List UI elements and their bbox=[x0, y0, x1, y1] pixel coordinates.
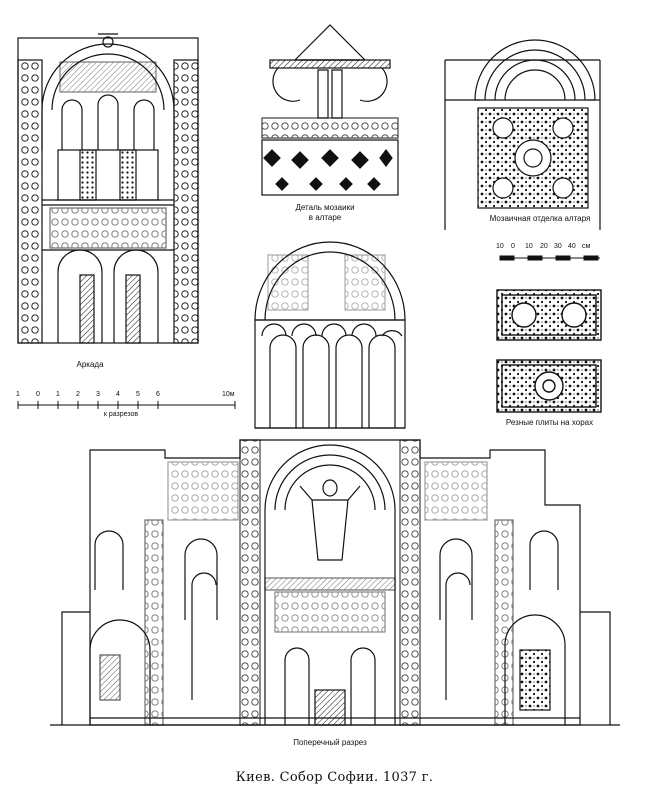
carved-slabs-drawing bbox=[496, 289, 602, 413]
large-scale-bar bbox=[17, 401, 236, 409]
large-scale-tick: 3 bbox=[96, 391, 100, 398]
small-scale-tick: 40 bbox=[568, 243, 576, 250]
cross-section-label: Поперечный разрез bbox=[293, 738, 367, 747]
large-scale-tick: 1 bbox=[16, 391, 20, 398]
altar-decor-label: Мозаичная отделка алтаря bbox=[489, 214, 591, 223]
large-scale-tick: 6 bbox=[156, 391, 160, 398]
large-scale-tick: 0 bbox=[36, 391, 40, 398]
section-scale-note: к разрезов bbox=[103, 411, 139, 418]
small-scale-bar bbox=[499, 255, 600, 261]
plate-title: Киев. Собор Софии. 1037 г. bbox=[235, 770, 434, 785]
arcade-label: Аркада bbox=[76, 360, 104, 369]
altar-decor-drawing bbox=[444, 39, 601, 230]
large-scale-unit: 10м bbox=[222, 391, 235, 398]
small-scale-tick: 30 bbox=[554, 243, 562, 250]
small-scale-tick: 10 bbox=[525, 243, 533, 250]
mosaic-detail-drawing bbox=[261, 24, 399, 196]
small-scale-tick: 20 bbox=[540, 243, 548, 250]
mosaic-detail-label: Деталь мозаики в алтаре bbox=[295, 203, 355, 222]
cross-section-drawing bbox=[50, 241, 620, 726]
small-scale-unit: см bbox=[582, 243, 591, 250]
large-scale-tick: 4 bbox=[116, 391, 120, 398]
arcade-drawing bbox=[17, 33, 199, 344]
carved-slabs-label: Резные плиты на хорах bbox=[505, 418, 594, 427]
large-scale-tick: 5 bbox=[136, 391, 140, 398]
large-scale-tick: 2 bbox=[76, 391, 80, 398]
small-scale-tick: 10 bbox=[496, 243, 504, 250]
large-scale-tick: 1 bbox=[56, 391, 60, 398]
small-scale-tick: 0 bbox=[511, 243, 515, 250]
